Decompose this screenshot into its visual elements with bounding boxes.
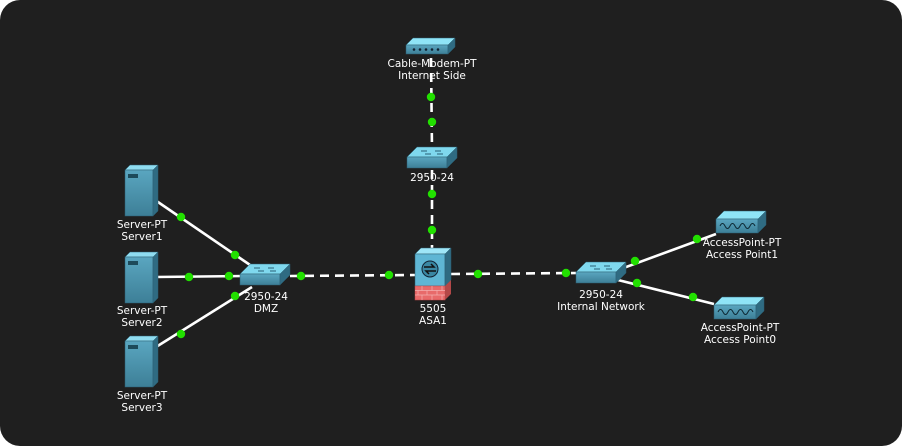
link-status-dot-server2-sw_dmz-1 (224, 271, 234, 281)
server1-name: Server1 (121, 231, 163, 243)
link-status-dot-server3-sw_dmz-0 (176, 329, 186, 339)
access-point0-type: AccessPoint-PT (700, 322, 780, 334)
label-switch-dmz: 2950-24 DMZ (244, 291, 288, 315)
label-access-point0: AccessPoint-PT Access Point0 (701, 322, 780, 346)
link-status-dot-server1-sw_dmz-1 (230, 250, 240, 260)
label-cable-modem: Cable-Modem-PT Internet Side (388, 58, 477, 82)
switch-dmz-name: DMZ (253, 303, 279, 315)
label-access-point1: AccessPoint-PT Access Point1 (703, 237, 782, 261)
link-status-dot-asa-sw_int-1 (561, 268, 571, 278)
link-status-dot-sw_dmz-asa-0 (296, 271, 306, 281)
link-status-dot-server2-sw_dmz-0 (184, 272, 194, 282)
link-sw_int-ap1[interactable] (617, 232, 717, 272)
label-server2: Server-PT Server2 (117, 305, 167, 329)
link-status-dot-sw_int-ap1-0 (630, 256, 640, 266)
switch-icon-dmz[interactable] (239, 263, 291, 286)
link-sw_dmz-asa[interactable] (289, 273, 416, 278)
server1-type: Server-PT (116, 219, 168, 231)
server-icon-1[interactable] (124, 164, 159, 217)
access-point0-name: Access Point0 (703, 334, 777, 346)
server-icon-2[interactable] (124, 251, 159, 304)
switch-top-type: 2950-24 (410, 172, 454, 184)
access-point1-name: Access Point1 (705, 249, 779, 261)
link-status-dot-modem-sw_top-1 (427, 117, 437, 127)
switch-internal-type: 2950-24 (579, 289, 623, 301)
cable-modem-type: Cable-Modem-PT (387, 58, 477, 70)
link-status-dot-sw_int-ap0-1 (688, 292, 698, 302)
server2-type: Server-PT (116, 305, 168, 317)
label-server3: Server-PT Server3 (117, 390, 167, 414)
link-modem-sw_top[interactable] (429, 57, 434, 151)
switch-dmz-type: 2950-24 (244, 291, 288, 303)
label-switch-top: 2950-24 (410, 172, 454, 184)
link-status-dot-server1-sw_dmz-0 (176, 212, 186, 222)
link-asa-sw_int[interactable] (450, 271, 579, 276)
link-status-dot-sw_top-asa-0 (427, 189, 437, 199)
cable-modem-icon[interactable] (405, 37, 456, 55)
firewall-icon[interactable] (414, 247, 452, 301)
switch-icon-internal[interactable] (575, 261, 627, 284)
label-server1: Server-PT Server1 (117, 219, 167, 243)
link-status-dot-sw_dmz-asa-1 (384, 270, 394, 280)
label-switch-internal: 2950-24 Internal Network (557, 289, 645, 313)
link-status-dot-asa-sw_int-0 (473, 269, 483, 279)
access-point-icon-0[interactable] (713, 296, 765, 320)
server-icon-3[interactable] (124, 335, 159, 388)
switch-internal-name: Internal Network (557, 301, 645, 313)
link-status-dot-sw_top-asa-1 (427, 225, 437, 235)
access-point1-type: AccessPoint-PT (702, 237, 782, 249)
server3-name: Server3 (121, 402, 163, 414)
server2-name: Server2 (121, 317, 163, 329)
cable-modem-name: Internet Side (398, 70, 466, 82)
asa-name: ASA1 (419, 315, 447, 327)
switch-icon-top[interactable] (406, 146, 458, 169)
label-asa: 5505 ASA1 (419, 303, 447, 327)
link-status-dot-server3-sw_dmz-1 (230, 291, 240, 301)
link-status-dot-sw_int-ap1-1 (692, 234, 702, 244)
link-status-dots (176, 92, 702, 339)
asa-model: 5505 (419, 303, 447, 315)
link-status-dot-modem-sw_top-0 (426, 92, 436, 102)
server3-type: Server-PT (116, 390, 168, 402)
access-point-icon-1[interactable] (715, 210, 767, 234)
link-status-dot-sw_int-ap0-0 (632, 278, 642, 288)
